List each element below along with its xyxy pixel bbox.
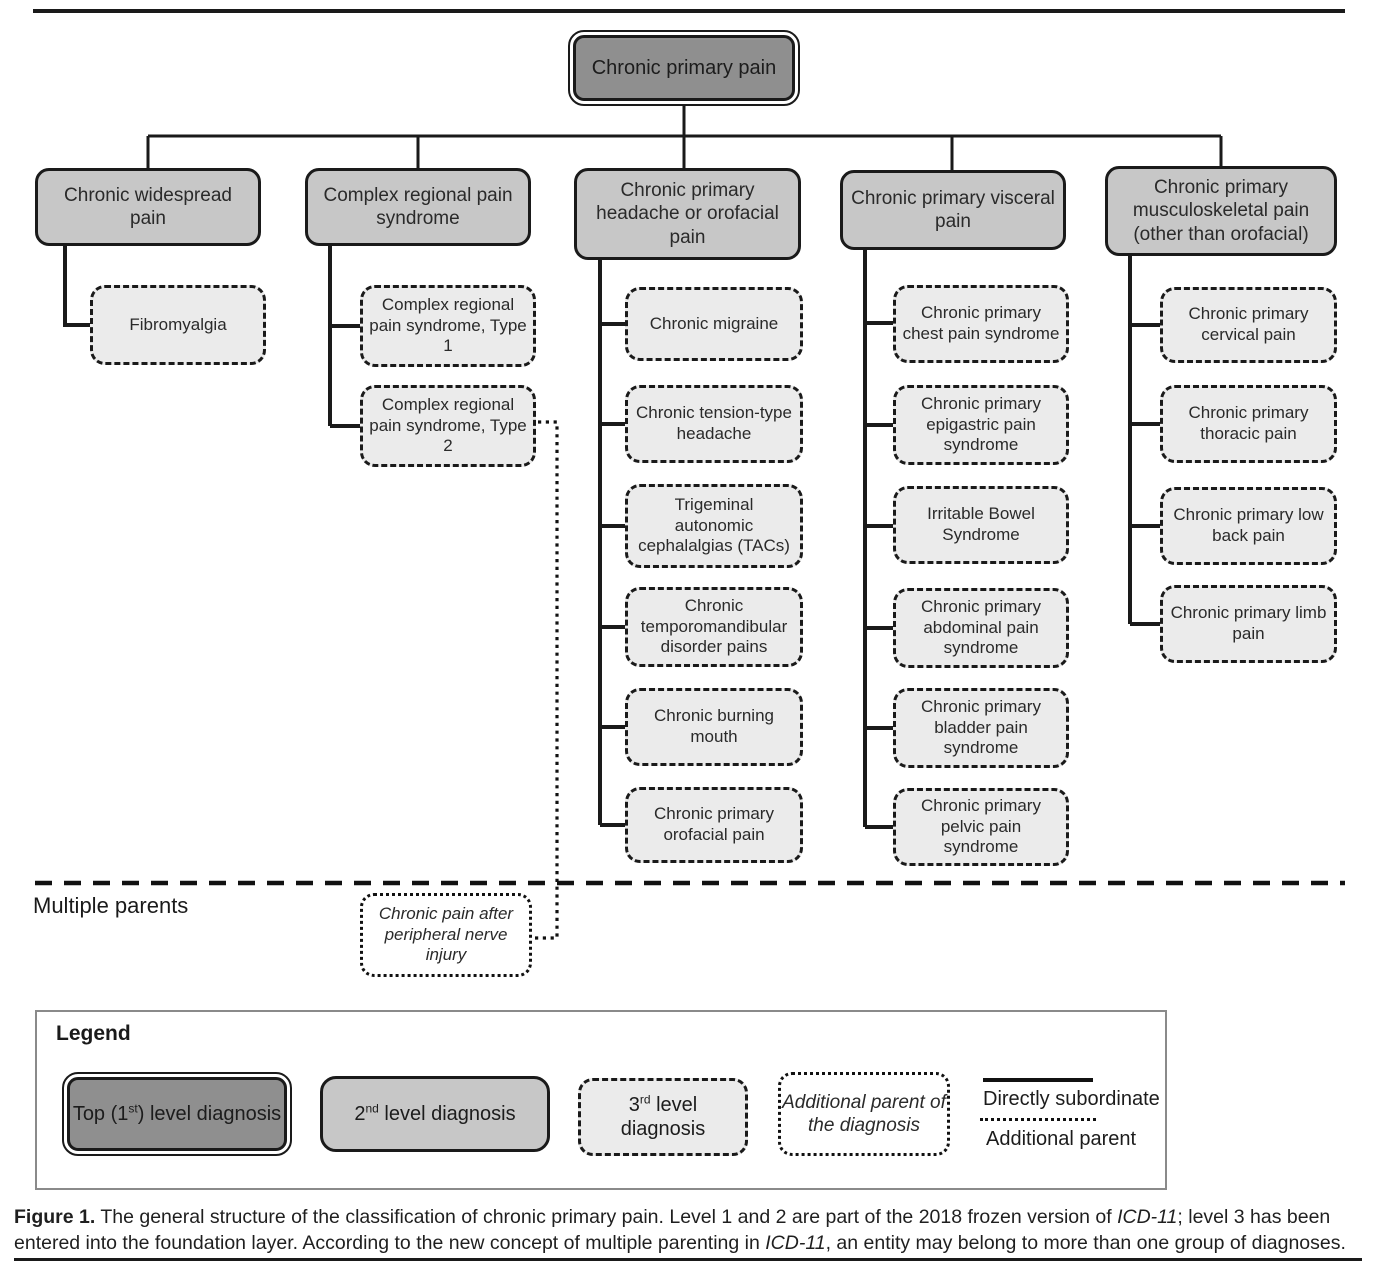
node-chronic-pain-after-peripheral-nerve-injury: Chronic pain after peripheral nerve inju… — [360, 893, 532, 977]
node-chronic-primary-orofacial-pain: Chronic primary orofacial pain — [625, 787, 803, 863]
node-pelvic-pain-syndrome: Chronic primary pelvic pain syndrome — [893, 788, 1069, 866]
node-chronic-primary-headache-orofacial: Chronic primary headache or orofacial pa… — [574, 168, 801, 260]
caption-figure-label: Figure 1. — [14, 1206, 96, 1228]
node-chronic-primary-pain: Chronic primary pain — [568, 30, 800, 106]
legend-second-level-sample: 2nd level diagnosis — [320, 1076, 550, 1152]
node-chronic-widespread-pain: Chronic widespread pain — [35, 168, 261, 246]
node-label: Chronic primary chest pain syndrome — [902, 303, 1060, 343]
legend-second-level-label: 2nd level diagnosis — [354, 1101, 516, 1125]
multiple-parents-label: Multiple parents — [33, 893, 189, 918]
node-irritable-bowel-syndrome: Irritable Bowel Syndrome — [893, 486, 1069, 564]
node-label: Chronic primary headache or orofacial pa… — [596, 180, 779, 248]
node-thoracic-pain: Chronic primary thoracic pain — [1160, 385, 1337, 463]
node-complex-regional-pain-syndrome: Complex regional pain syndrome — [305, 168, 531, 246]
node-bladder-pain-syndrome: Chronic primary bladder pain syndrome — [893, 688, 1069, 768]
node-label: Complex regional pain syndrome, Type 2 — [369, 394, 527, 456]
node-label: Chronic temporomandibular disorder pains — [640, 595, 788, 657]
node-label: Chronic widespread pain — [64, 184, 232, 229]
node-chest-pain-syndrome: Chronic primary chest pain syndrome — [893, 285, 1069, 363]
node-label: Chronic primary pelvic pain syndrome — [921, 795, 1041, 857]
node-label: Chronic primary orofacial pain — [654, 804, 774, 844]
node-temporomandibular-disorder-pains: Chronic temporomandibular disorder pains — [625, 587, 803, 667]
node-label: Irritable Bowel Syndrome — [927, 504, 1035, 544]
legend-title: Legend — [56, 1022, 131, 1045]
legend-top-level-sample: Top (1st) level diagnosis — [62, 1072, 292, 1156]
node-label: Complex regional pain syndrome — [323, 184, 513, 229]
node-chronic-tension-type-headache: Chronic tension-type headache — [625, 385, 803, 463]
node-label: Chronic primary musculoskeletal pain (ot… — [1132, 177, 1310, 245]
legend-top-level-label: Top (1st) level diagnosis — [72, 1100, 282, 1125]
node-label: Chronic primary visceral pain — [851, 187, 1055, 232]
node-chronic-burning-mouth: Chronic burning mouth — [625, 688, 803, 766]
node-label: Chronic primary cervical pain — [1188, 304, 1309, 344]
node-chronic-primary-musculoskeletal-pain: Chronic primary musculoskeletal pain (ot… — [1105, 166, 1337, 256]
legend-top-level-sample-inner: Top (1st) level diagnosis — [67, 1077, 287, 1151]
node-cervical-pain: Chronic primary cervical pain — [1160, 287, 1337, 363]
figure-caption: Figure 1. The general structure of the c… — [14, 1206, 1346, 1254]
node-chronic-primary-pain-inner: Chronic primary pain — [573, 35, 795, 101]
legend-third-level-label: 3rd level diagnosis — [620, 1091, 706, 1140]
node-limb-pain: Chronic primary limb pain — [1160, 585, 1337, 663]
node-label: Chronic burning mouth — [653, 706, 774, 746]
node-label: Chronic primary abdominal pain syndrome — [921, 596, 1041, 658]
node-label: Chronic migraine — [649, 313, 779, 333]
node-label: Chronic primary epigastric pain syndrome — [921, 393, 1041, 455]
node-fibromyalgia: Fibromyalgia — [90, 285, 266, 365]
node-chronic-migraine: Chronic migraine — [625, 287, 803, 361]
legend-dotted-line-label: Additional parent — [986, 1128, 1137, 1150]
legend-solid-line-label: Directly subordinate — [983, 1088, 1160, 1110]
node-crps-type-2: Complex regional pain syndrome, Type 2 — [360, 385, 536, 467]
node-label: Chronic primary low back pain — [1173, 505, 1324, 545]
node-label: Chronic pain after peripheral nerve inju… — [378, 903, 514, 965]
top-rule — [33, 9, 1345, 13]
node-label: Chronic primary bladder pain syndrome — [921, 696, 1041, 758]
node-crps-type-1: Complex regional pain syndrome, Type 1 — [360, 285, 536, 367]
legend-third-level-sample: 3rd level diagnosis — [578, 1078, 748, 1156]
node-label: Chronic primary pain — [591, 56, 777, 79]
legend-additional-parent-sample: Additional parent of the diagnosis — [778, 1072, 950, 1156]
node-epigastric-pain-syndrome: Chronic primary epigastric pain syndrome — [893, 385, 1069, 465]
node-label: Trigeminal autonomic cephalalgias (TACs) — [638, 494, 790, 556]
legend-additional-parent-label: Additional parent of the diagnosis — [782, 1091, 946, 1136]
node-tacs: Trigeminal autonomic cephalalgias (TACs) — [625, 484, 803, 568]
legend-solid-line-sample — [983, 1078, 1093, 1082]
legend-dotted-line-sample — [980, 1118, 1096, 1121]
node-label: Chronic tension-type headache — [636, 403, 792, 443]
node-low-back-pain: Chronic primary low back pain — [1160, 487, 1337, 565]
node-abdominal-pain-syndrome: Chronic primary abdominal pain syndrome — [893, 588, 1069, 668]
node-label: Chronic primary limb pain — [1170, 603, 1327, 643]
node-chronic-primary-visceral-pain: Chronic primary visceral pain — [840, 170, 1066, 250]
bottom-rule — [14, 1258, 1362, 1261]
node-label: Fibromyalgia — [129, 314, 227, 334]
node-label: Complex regional pain syndrome, Type 1 — [369, 294, 527, 356]
node-label: Chronic primary thoracic pain — [1188, 403, 1309, 443]
